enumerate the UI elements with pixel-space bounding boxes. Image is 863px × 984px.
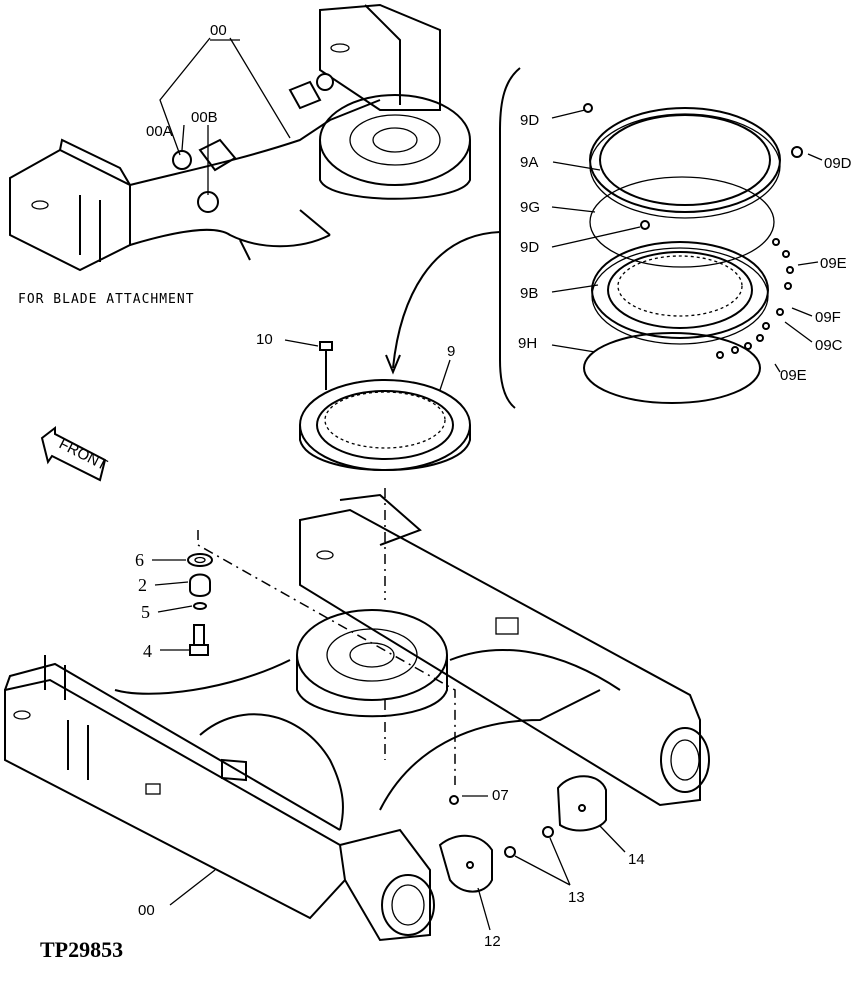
center-line [197, 530, 456, 785]
callout-12: 12 [484, 933, 501, 950]
callout-5: 5 [141, 602, 150, 622]
small-parts-stack [187, 553, 213, 656]
callout-00-top: 00 [210, 22, 227, 39]
bolt-13b [504, 846, 516, 858]
callout-6: 6 [135, 550, 144, 570]
detail-arrow [392, 231, 501, 369]
part-markers [583, 103, 803, 359]
ring-gear-9 [299, 379, 471, 471]
callout-9a: 9A [520, 154, 538, 171]
front-label: FRONT [56, 435, 110, 474]
lower-track-frame [4, 493, 710, 942]
callout-10: 10 [256, 331, 273, 348]
callout-9d-mid: 9D [520, 239, 539, 256]
callout-2: 2 [138, 575, 147, 595]
callout-9b: 9B [520, 285, 538, 302]
callout-07: 07 [492, 787, 509, 804]
seal-9g [589, 176, 775, 268]
bolt-13a [542, 826, 554, 838]
guard-12 [438, 834, 493, 893]
callout-09f: 09F [815, 309, 841, 326]
callout-9: 9 [447, 343, 455, 360]
callout-09e-bot: 09E [780, 367, 807, 384]
bolt-10 [319, 341, 333, 390]
bearing-ring-9b [591, 241, 769, 345]
callout-09e-top: 09E [820, 255, 847, 272]
seal-9h [583, 332, 761, 404]
front-arrow [40, 425, 107, 482]
leader-lines [152, 37, 823, 931]
drawing-id: TP29853 [40, 937, 123, 962]
callout-00a: 00A [146, 123, 173, 140]
callout-4: 4 [143, 641, 152, 661]
callout-13: 13 [568, 889, 585, 906]
blade-attachment-note: FOR BLADE ATTACHMENT [18, 292, 195, 307]
callout-9h: 9H [518, 335, 537, 352]
callout-09c: 09C [815, 337, 843, 354]
callout-9d-top: 9D [520, 112, 539, 129]
callout-14: 14 [628, 851, 645, 868]
plug-07 [449, 795, 459, 805]
guard-14 [556, 775, 607, 832]
callout-09d: 09D [824, 155, 852, 172]
bearing-ring-9a [589, 107, 781, 219]
callout-00b: 00B [191, 109, 218, 126]
callout-9g: 9G [520, 199, 540, 216]
detail-bracket [499, 67, 521, 409]
upper-frame-blade-attachment [9, 3, 471, 272]
callout-00-bot: 00 [138, 902, 155, 919]
